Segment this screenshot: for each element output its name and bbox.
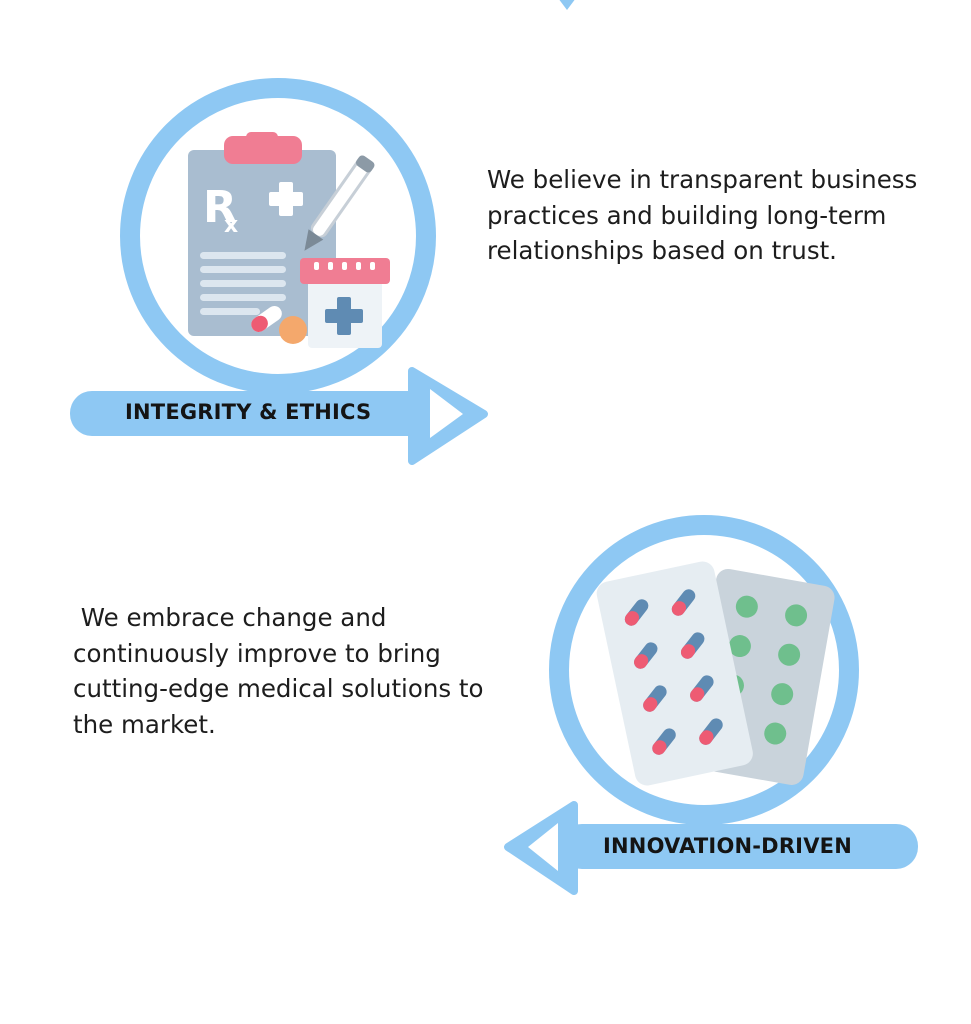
- ring-frame: [120, 78, 436, 394]
- svg-text:x: x: [224, 213, 238, 238]
- value-title: INNOVATION-DRIVEN: [603, 834, 852, 858]
- innovation-graphic: [504, 515, 918, 895]
- value-card-integrity: R x: [0, 0, 971, 480]
- arrow-right-inner: [430, 389, 463, 438]
- prescription-clipboard-icon: R x: [188, 132, 390, 348]
- value-title: INTEGRITY & ETHICS: [125, 400, 372, 424]
- ring-frame: [549, 515, 859, 825]
- previous-arrow-tip: [559, 0, 575, 10]
- arrow-left-inner: [528, 823, 558, 871]
- value-card-innovation: INNOVATION-DRIVEN We embrace change and …: [0, 480, 971, 920]
- banner-body: [70, 391, 430, 436]
- integrity-graphic: R x: [70, 78, 488, 465]
- svg-text:R: R: [203, 182, 237, 233]
- pill-blister-packs-icon: [596, 561, 835, 786]
- value-description: We believe in transparent business pract…: [487, 165, 918, 265]
- banner-body: [560, 824, 918, 869]
- value-description: We embrace change and continuously impro…: [73, 603, 492, 739]
